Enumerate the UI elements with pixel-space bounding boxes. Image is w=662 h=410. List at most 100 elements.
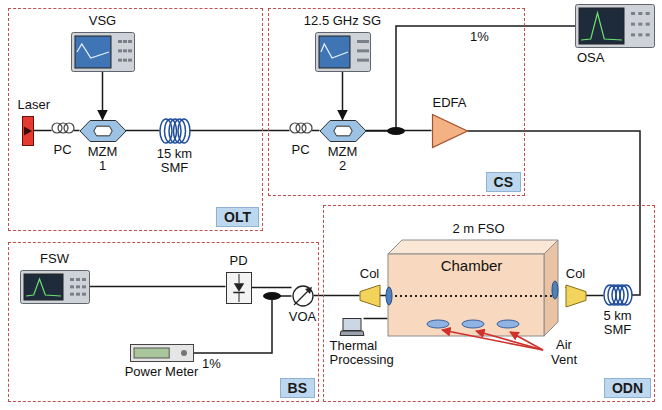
- modulator-icon: [80, 120, 126, 142]
- device-label: 12.5 GHz SG: [304, 14, 381, 29]
- instrument-key: [118, 40, 122, 43]
- laptop-icon: [340, 318, 364, 336]
- laser-source: Laser: [22, 116, 34, 146]
- polarization-controller: PC: [290, 122, 312, 140]
- meter-knob: [181, 350, 187, 356]
- fiber-coupler: [263, 292, 281, 300]
- instrument-key: [123, 58, 127, 61]
- fiber-loop: [290, 123, 300, 133]
- collimator-lens: [360, 285, 380, 307]
- instrument-key: [646, 33, 650, 36]
- device-label: Power Meter: [125, 365, 199, 380]
- signal-generator-icon: [71, 32, 135, 72]
- vent-pointer: [510, 332, 543, 350]
- signal-arrow: [102, 72, 104, 120]
- signal-generator-icon: [315, 32, 371, 72]
- fiber-spool: 5 km SMF: [604, 284, 632, 306]
- instrument-key: [361, 49, 365, 52]
- instrument-key: [638, 23, 642, 26]
- light-beam: [390, 295, 556, 297]
- screen-trace: [581, 13, 622, 40]
- fiber-link: [252, 287, 292, 289]
- instrument-screen: [579, 8, 624, 44]
- instrument-body: [576, 5, 655, 48]
- signal-analyzer-icon: [20, 270, 90, 304]
- fiber-spool-icon: [604, 284, 632, 306]
- diode-lead: [238, 292, 239, 302]
- laser-body: [22, 116, 33, 145]
- instrument-key: [357, 49, 361, 52]
- callout-label: Air Vent: [548, 338, 580, 368]
- instrument-key: [361, 58, 365, 61]
- instrument-key: [361, 40, 365, 43]
- vent-pointer: [442, 330, 543, 350]
- site-region: ODN2 m FSOChamberColCol5 km SMFThermal P…: [323, 205, 655, 402]
- air-vent: [497, 320, 519, 328]
- device-label: VOA: [289, 310, 316, 325]
- fiber-link: [126, 130, 160, 132]
- instrument-key: [365, 40, 369, 43]
- laser-source-icon: [22, 116, 34, 146]
- instrument-key: [128, 58, 132, 61]
- fiber-spool: 15 km SMF: [160, 118, 190, 144]
- fiber-link: [74, 130, 80, 132]
- fiber-loop: [296, 123, 306, 133]
- collimator-lens: [566, 285, 586, 307]
- fiber-loop: [64, 123, 74, 133]
- instrument-key: [631, 12, 635, 15]
- fiber-link: [586, 295, 604, 297]
- amplifier-triangle: [432, 114, 467, 147]
- modulator-arms: [333, 126, 351, 136]
- fiber-coupler: [387, 127, 405, 135]
- region-tag: CS: [486, 172, 521, 192]
- instrument-key: [76, 292, 80, 295]
- modulator: MZM 2: [320, 120, 366, 142]
- instrument-key: [118, 58, 122, 61]
- instrument-key: [638, 12, 642, 15]
- region-tag: BS: [280, 378, 315, 398]
- chamber-window: [386, 287, 392, 305]
- signal-analyzer: FSW: [20, 270, 90, 304]
- fiber-loop: [58, 123, 68, 133]
- device-label: OSA: [577, 51, 604, 66]
- instrument-key: [631, 23, 635, 26]
- edge-label: 1%: [468, 30, 491, 45]
- laser-mark: [24, 126, 32, 135]
- air-vent: [462, 320, 484, 328]
- device-label: Col: [360, 267, 380, 282]
- vent-pointer: [476, 331, 543, 350]
- collimator: Col: [360, 285, 380, 307]
- amplifier: EDFA: [432, 114, 468, 148]
- diode-lead: [238, 274, 239, 283]
- instrument-key: [76, 278, 80, 281]
- air-vent: [427, 320, 449, 328]
- power-meter-icon: [130, 344, 194, 362]
- instrument-body: [315, 32, 370, 71]
- modulator: MZM 1: [80, 120, 126, 142]
- instrument-screen: [75, 36, 111, 68]
- instrument-screen: [24, 274, 63, 300]
- attenuator-arrowhead: [305, 287, 312, 294]
- instrument-body: [20, 270, 89, 303]
- region-tag: OLT: [216, 207, 259, 227]
- fiber-link: [194, 296, 292, 353]
- attenuator-body: [293, 286, 313, 306]
- chamber-window: [552, 281, 558, 299]
- instrument-key: [646, 23, 650, 26]
- instrument-key: [365, 49, 369, 52]
- region-tag: ODN: [604, 378, 651, 398]
- spectrum-analyzer-icon: [575, 4, 655, 48]
- device-label: MZM 1: [86, 145, 120, 175]
- device-label: PD: [229, 254, 247, 269]
- fiber-loop: [52, 123, 62, 133]
- instrument-key: [631, 33, 635, 36]
- instrument-key: [82, 292, 86, 295]
- fiber-link: [314, 295, 360, 297]
- signal-arrow: [342, 72, 344, 120]
- fiber-spool-icon: [160, 118, 190, 144]
- instrument-key: [646, 12, 650, 15]
- fiber-link: [90, 286, 226, 288]
- chamber-side: [544, 240, 558, 336]
- fiber-loop: [302, 123, 312, 133]
- chamber-top: [388, 240, 558, 254]
